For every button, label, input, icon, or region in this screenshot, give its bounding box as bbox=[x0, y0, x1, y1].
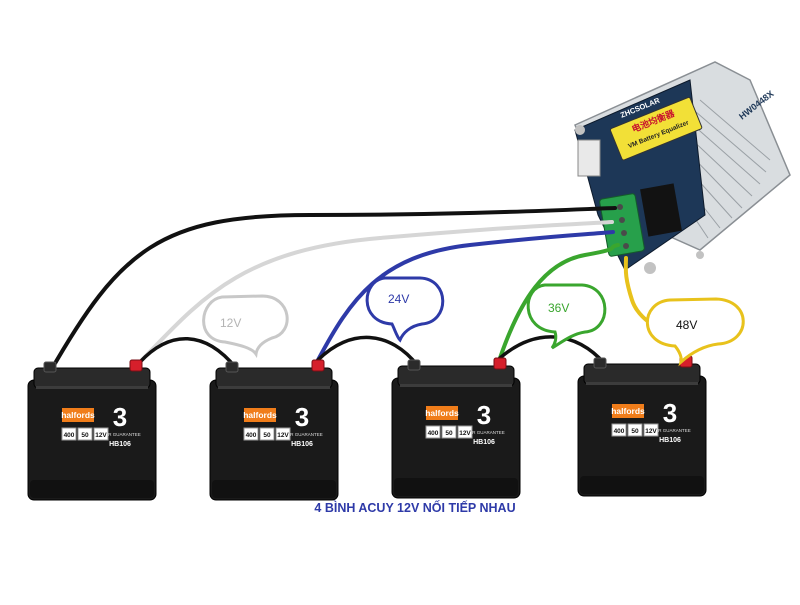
battery-lid-edge bbox=[36, 386, 148, 389]
jumper-1-2 bbox=[138, 337, 238, 370]
bubble-48v-outline bbox=[645, 297, 745, 367]
connector-socket bbox=[577, 139, 601, 177]
blue-wire-24v bbox=[316, 230, 615, 362]
battery-spec-box bbox=[243, 427, 259, 441]
negative-terminal bbox=[593, 357, 607, 369]
gray-wire-12v bbox=[138, 220, 614, 364]
battery-base bbox=[30, 480, 154, 498]
battery-spec-value: 400 bbox=[246, 432, 257, 439]
battery-brand: halfords bbox=[61, 410, 95, 420]
battery-spec-value: 400 bbox=[64, 432, 75, 439]
battery-spec-box bbox=[441, 425, 457, 439]
battery-warranty-years: 3 bbox=[295, 402, 309, 432]
halfords-logo-box bbox=[426, 406, 458, 420]
battery-spec-value: 12V bbox=[645, 428, 657, 435]
battery-spec-box bbox=[627, 423, 643, 437]
halfords-logo-box bbox=[62, 408, 94, 422]
battery-spec-box bbox=[425, 425, 441, 439]
negative-terminal bbox=[407, 359, 421, 371]
bubble-12v: 12V bbox=[202, 294, 289, 359]
battery-code: HB106 bbox=[109, 441, 131, 448]
battery-warranty-text: YEAR GUARANTEE bbox=[649, 428, 691, 433]
battery-spec-value: 50 bbox=[81, 432, 89, 439]
bubble-36v-outline bbox=[526, 283, 607, 350]
halfords-logo-box bbox=[244, 408, 276, 422]
black-terminal-block bbox=[640, 183, 682, 237]
battery-spec-box bbox=[259, 427, 275, 441]
terminal-screws bbox=[617, 204, 629, 249]
battery-brand: halfords bbox=[611, 406, 645, 416]
negative-terminal bbox=[43, 361, 57, 373]
bubble-24v-label: 24V bbox=[388, 292, 409, 306]
battery-equalizer-device: 电池均衡器 VM Battery Equalizer ZHCSOLAR HW04… bbox=[574, 61, 791, 274]
battery-lid-edge bbox=[586, 382, 698, 385]
bubble-12v-outline bbox=[202, 294, 289, 359]
battery-code: HB106 bbox=[291, 441, 313, 448]
halfords-logo-box bbox=[612, 404, 644, 418]
diagram-caption: 4 BÌNH ACUY 12V NỐI TIẾP NHAU bbox=[314, 500, 515, 515]
battery-spec-value: 12V bbox=[459, 430, 471, 437]
battery-warranty-text: YEAR GUARANTEE bbox=[463, 430, 505, 435]
battery-spec-value: 50 bbox=[445, 430, 453, 437]
bubble-12v-label: 12V bbox=[220, 316, 241, 330]
green-wire-36v bbox=[498, 243, 620, 360]
battery-spec-value: 50 bbox=[263, 432, 271, 439]
battery-spec-value: 12V bbox=[95, 432, 107, 439]
equalizer-label-plate bbox=[609, 96, 703, 161]
battery-spec-value: 12V bbox=[277, 432, 289, 439]
battery-spec-value: 400 bbox=[614, 428, 625, 435]
battery-brand: halfords bbox=[425, 408, 459, 418]
battery-spec-box bbox=[77, 427, 93, 441]
jumper-3-4 bbox=[498, 335, 607, 366]
bubble-48v: 48V bbox=[645, 297, 745, 367]
battery-warranty-text: YEAR GUARANTEE bbox=[99, 432, 141, 437]
battery-warranty-years: 3 bbox=[663, 398, 677, 428]
battery-warranty-years: 3 bbox=[113, 402, 127, 432]
battery-lid-edge bbox=[400, 384, 512, 387]
battery-lid-edge bbox=[218, 386, 330, 389]
negative-terminal bbox=[225, 361, 239, 373]
battery-spec-value: 400 bbox=[428, 430, 439, 437]
black-wire-negative bbox=[48, 206, 617, 374]
bubble-36v-label: 36V bbox=[548, 301, 569, 315]
jumper-2-3 bbox=[316, 335, 420, 368]
bubble-24v-outline bbox=[365, 276, 445, 343]
battery-warranty-years: 3 bbox=[477, 400, 491, 430]
bubble-24v: 24V bbox=[365, 276, 445, 343]
battery-code: HB106 bbox=[473, 439, 495, 446]
positive-terminal bbox=[311, 359, 325, 372]
battery-spec-box bbox=[61, 427, 77, 441]
wires bbox=[48, 206, 690, 374]
battery-spec-box bbox=[275, 427, 291, 441]
battery-base bbox=[580, 476, 704, 494]
battery-spec-box bbox=[93, 427, 109, 441]
positive-terminal bbox=[129, 359, 143, 372]
battery-brand: halfords bbox=[243, 410, 277, 420]
positive-terminal bbox=[493, 357, 507, 370]
mount-screws bbox=[575, 125, 704, 274]
battery-warranty-text: YEAR GUARANTEE bbox=[281, 432, 323, 437]
battery-base bbox=[212, 480, 336, 498]
battery-spec-box bbox=[611, 423, 627, 437]
battery-spec-value: 50 bbox=[631, 428, 639, 435]
battery-code: HB106 bbox=[659, 437, 681, 444]
battery-spec-box bbox=[457, 425, 473, 439]
bubble-48v-label: 48V bbox=[676, 318, 697, 332]
battery-spec-box bbox=[643, 423, 659, 437]
battery-base bbox=[394, 478, 518, 496]
bubble-36v: 36V bbox=[526, 283, 607, 350]
